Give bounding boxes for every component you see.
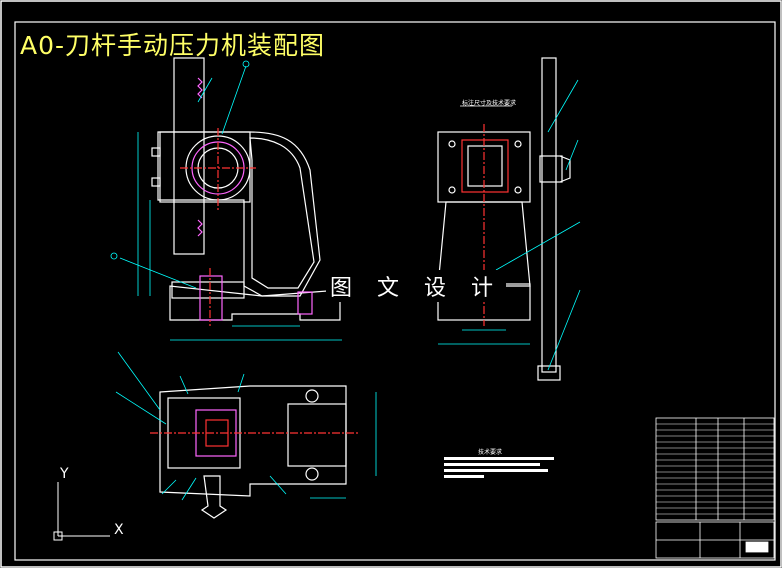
top-view: [150, 385, 360, 519]
front-frame-outline: [157, 131, 321, 297]
side-dimensions: [438, 79, 581, 371]
ucs-axis-icon: [53, 482, 110, 541]
side-head-window: [461, 139, 509, 193]
tech-line-4: [444, 475, 484, 478]
side-view-heading: 标注尺寸及技术要求: [462, 100, 517, 107]
ucs-origin-box: [53, 531, 63, 541]
tech-line-3: [444, 469, 548, 472]
leader-top-1: [117, 351, 161, 411]
front-rack-teeth-upper: [197, 77, 203, 99]
front-rack-bar: [173, 57, 205, 255]
side-bolt-tl: [448, 140, 456, 148]
side-handle-knob: [537, 365, 561, 381]
front-bolt-2: [151, 177, 161, 187]
side-handle-cap: [559, 155, 571, 183]
leader-top-2: [115, 391, 167, 425]
leader-top-7: [237, 373, 245, 393]
top-body-outline: [159, 385, 347, 497]
side-bolt-br: [514, 186, 522, 194]
leader-side-1: [547, 79, 579, 133]
leader-front-2: [221, 65, 247, 135]
leader-front-3: [119, 257, 197, 289]
leader-top-5: [269, 475, 287, 495]
title-logo-box: [745, 541, 769, 553]
top-handle: [200, 475, 228, 519]
balloon-front-2: [242, 60, 250, 68]
tech-line-1: [444, 457, 554, 460]
front-base-pad: [199, 275, 223, 321]
tech-requirements-heading: 技术要求: [478, 449, 503, 456]
top-hole-2: [305, 467, 319, 481]
inner-frame: [14, 21, 776, 561]
side-handle-hub: [539, 155, 563, 183]
tech-line-2: [444, 463, 540, 466]
leader-top-4: [181, 477, 197, 501]
front-view: [151, 57, 341, 326]
top-slot: [287, 403, 347, 467]
ucs-x-label: X: [114, 522, 124, 538]
front-base: [169, 285, 341, 321]
parts-rows: [656, 423, 774, 515]
leader-side-4: [547, 289, 581, 371]
watermark: 图 文 设 计: [326, 270, 506, 302]
leader-top-3: [161, 479, 177, 495]
side-bolt-tr: [514, 140, 522, 148]
front-base-hatch: [297, 291, 313, 315]
top-hole-1: [305, 389, 319, 403]
parts-list: [655, 417, 775, 521]
ucs-y-label: Y: [59, 466, 69, 482]
title-block: [655, 417, 775, 559]
front-base-foot: [171, 281, 245, 299]
side-bolt-bl: [448, 186, 456, 194]
leader-top-6: [179, 375, 189, 395]
leader-front-1: [197, 77, 213, 103]
front-bolt-1: [151, 147, 161, 157]
side-head-inner: [467, 145, 503, 187]
drawing-title: A0-刀杆手动压力机装配图: [20, 31, 326, 60]
tech-requirements: [444, 457, 554, 478]
balloon-front-3: [110, 252, 118, 260]
top-dimensions: [115, 351, 377, 501]
leader-side-3: [495, 221, 581, 271]
leader-side-2: [565, 139, 579, 171]
front-dimensions: [110, 60, 342, 341]
front-frame-inner: [249, 137, 315, 289]
side-handle-bar: [541, 57, 557, 373]
front-rack-teeth-lower: [197, 219, 203, 237]
